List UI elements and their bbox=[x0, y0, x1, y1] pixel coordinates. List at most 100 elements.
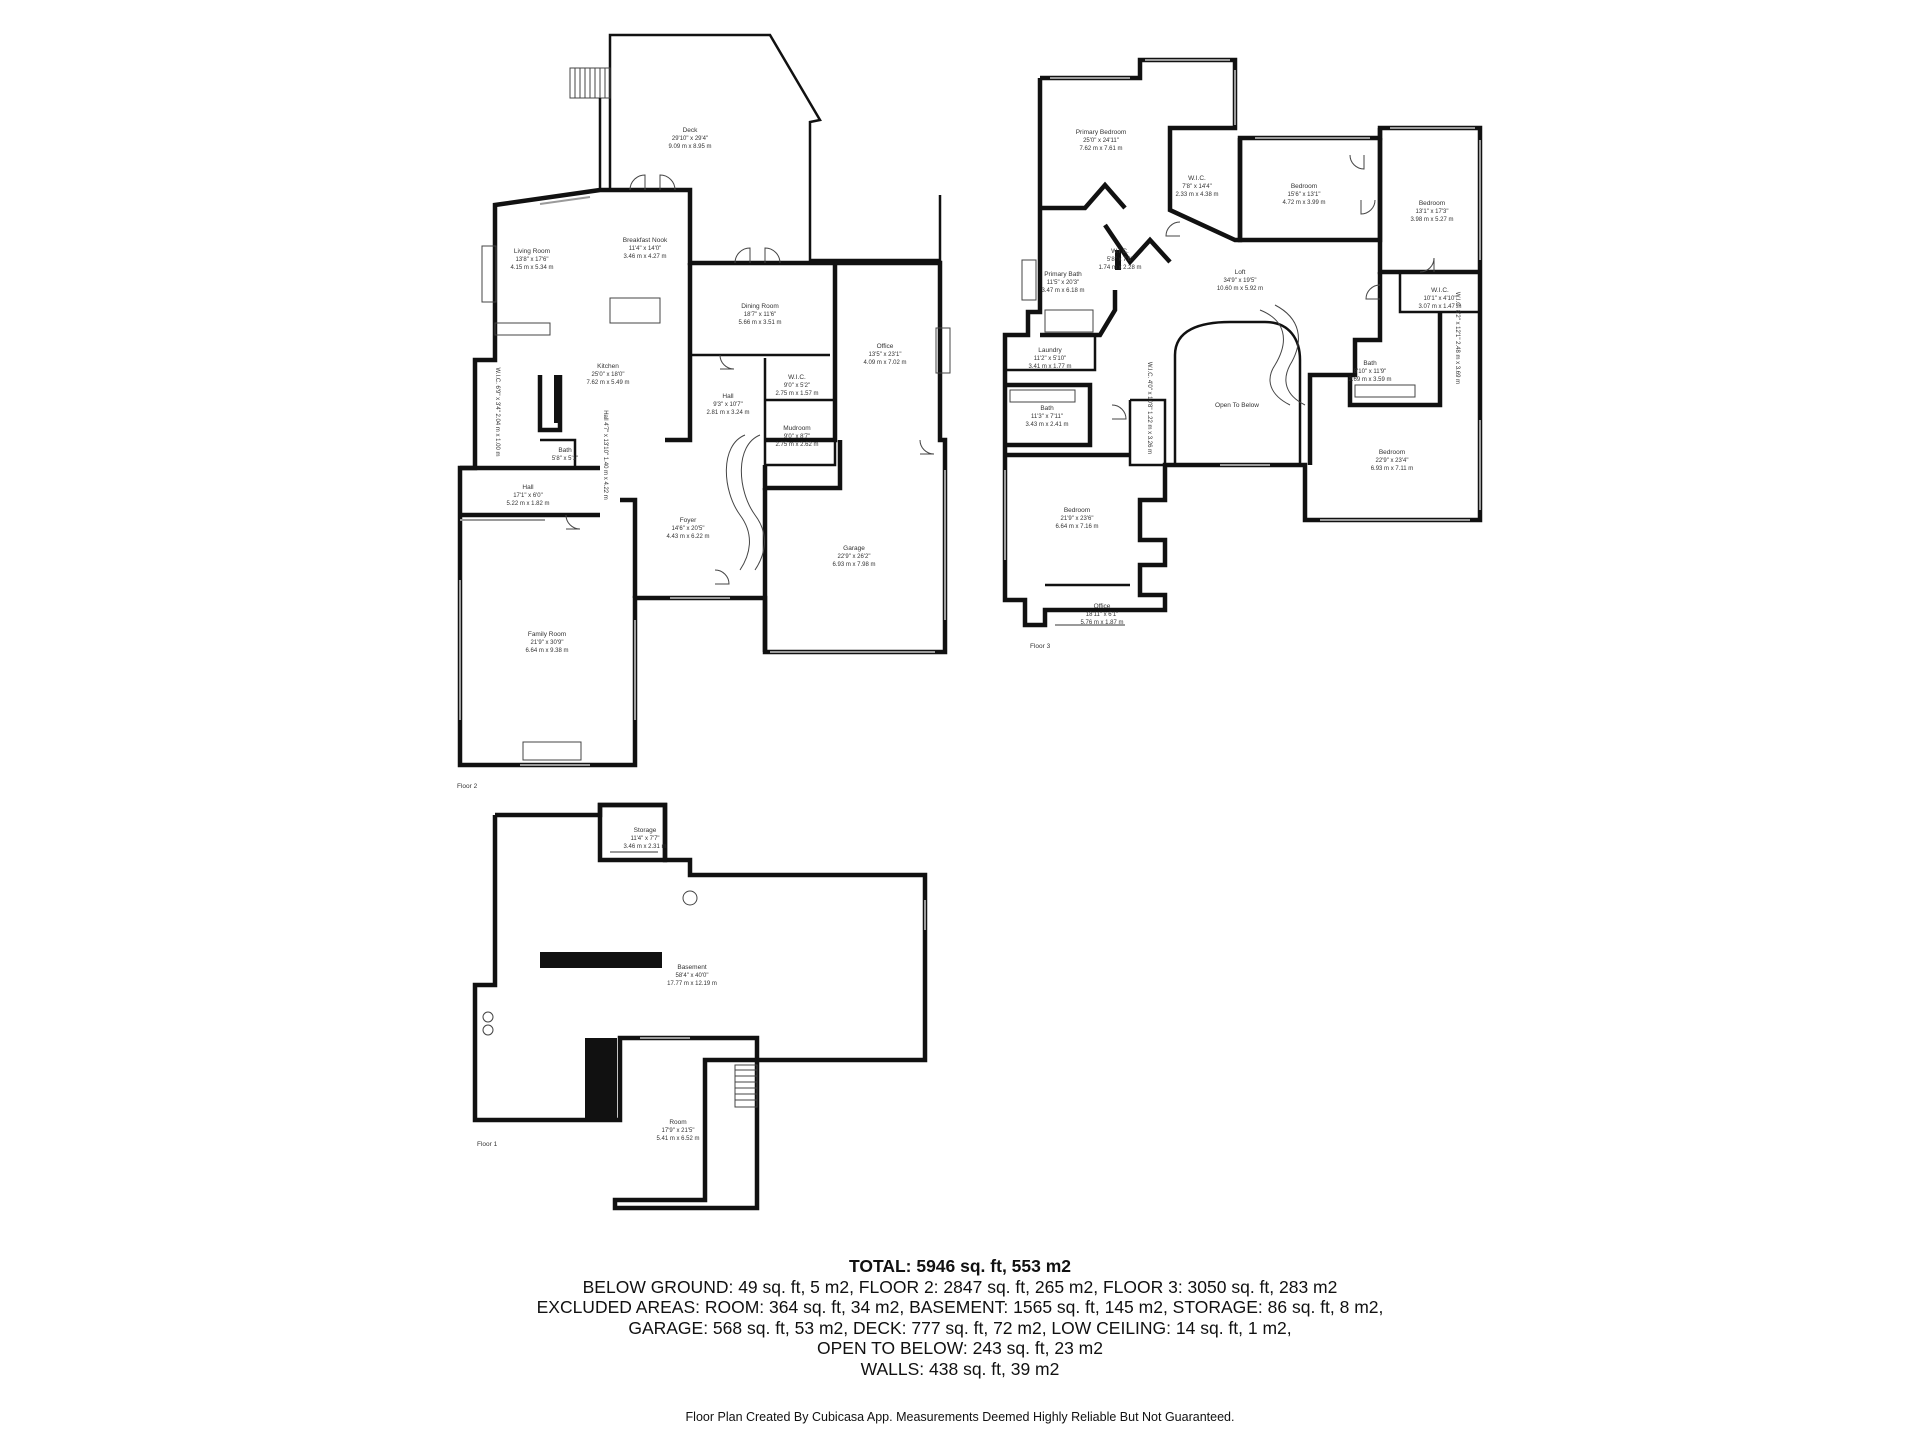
utility-circle bbox=[482, 1011, 494, 1023]
svg-text:5'8" x 5'1": 5'8" x 5'1" bbox=[552, 456, 578, 462]
svg-text:11'4" x 14'0": 11'4" x 14'0" bbox=[629, 246, 661, 252]
fireplace-living bbox=[481, 245, 497, 303]
svg-text:6.93 m x 7.98 m: 6.93 m x 7.98 m bbox=[832, 562, 875, 568]
kitchen-island bbox=[609, 297, 661, 324]
svg-text:10.60 m x 5.92 m: 10.60 m x 5.92 m bbox=[1217, 286, 1263, 292]
room-label-basement: Basement 58'4" x 40'0" 17.77 m x 12.19 m bbox=[667, 964, 717, 987]
svg-text:7'8" x 14'4": 7'8" x 14'4" bbox=[1182, 184, 1212, 190]
bath-walls bbox=[540, 438, 577, 468]
svg-text:4.09 m x 7.02 m: 4.09 m x 7.02 m bbox=[863, 360, 906, 366]
storage-room bbox=[597, 802, 668, 863]
svg-text:Hall: Hall bbox=[722, 393, 734, 400]
door-swing bbox=[764, 247, 781, 264]
utility-circle bbox=[482, 1024, 494, 1036]
svg-text:5.66 m x 3.51 m: 5.66 m x 3.51 m bbox=[738, 320, 781, 326]
svg-text:13'1" x 17'3": 13'1" x 17'3" bbox=[1416, 209, 1449, 215]
svg-text:W.I.C.: W.I.C. bbox=[1111, 248, 1129, 255]
floor-1-plan: Floor 1 Storage 11'4" x 7'7" 3.46 m x 2.… bbox=[472, 802, 928, 1211]
room-label-bath-3: Bath 8'10" x 11'9" 2.69 m x 3.59 m bbox=[1348, 360, 1391, 383]
svg-text:11'3" x 7'11": 11'3" x 7'11" bbox=[1031, 414, 1063, 420]
room-label-bath: Bath 5'8" x 5'1" bbox=[552, 447, 578, 462]
door-swing bbox=[919, 439, 935, 455]
room-label-breakfast-nook: Breakfast Nook 11'4" x 14'0" 3.46 m x 4.… bbox=[623, 237, 668, 260]
svg-text:10'1" x 4'10": 10'1" x 4'10" bbox=[1424, 296, 1457, 302]
svg-text:9'3" x 10'7": 9'3" x 10'7" bbox=[713, 402, 743, 408]
room-label-loft: Loft 34'9" x 19'5" 10.60 m x 5.92 m bbox=[1217, 269, 1263, 292]
kitchen-counter bbox=[494, 322, 551, 336]
door-swing bbox=[565, 514, 581, 530]
svg-text:29'10" x 29'4": 29'10" x 29'4" bbox=[672, 136, 708, 142]
room-label-bedroom-4: Bedroom 22'9" x 23'4" 6.93 m x 7.11 m bbox=[1371, 449, 1414, 472]
room-label-hall-2: Hall 17'1" x 6'0" 5.22 m x 1.82 m bbox=[506, 484, 549, 507]
area-summary: TOTAL: 5946 sq. ft, 553 m2 BELOW GROUND:… bbox=[0, 1256, 1920, 1380]
svg-text:22'9" x 23'4": 22'9" x 23'4" bbox=[1376, 458, 1409, 464]
door-swing bbox=[1165, 221, 1181, 237]
svg-text:3.46 m x 4.27 m: 3.46 m x 4.27 m bbox=[623, 254, 666, 260]
area-line-open-to-below: OPEN TO BELOW: 243 sq. ft, 23 m2 bbox=[817, 1338, 1103, 1359]
window bbox=[539, 196, 591, 205]
svg-text:Bath: Bath bbox=[558, 447, 572, 454]
total-area: TOTAL: 5946 sq. ft, 553 m2 bbox=[848, 1256, 1072, 1276]
svg-text:18'7" x 11'6": 18'7" x 11'6" bbox=[744, 312, 776, 318]
svg-text:Hall: Hall bbox=[522, 484, 534, 491]
deck-outline bbox=[608, 33, 942, 262]
family-room-fireplace bbox=[522, 741, 582, 761]
svg-text:W.I.C.: W.I.C. bbox=[1188, 175, 1206, 182]
svg-text:Basement: Basement bbox=[677, 964, 706, 971]
svg-text:15'6" x 13'1": 15'6" x 13'1" bbox=[1288, 192, 1321, 198]
floor-1-exterior-walls bbox=[472, 802, 928, 1211]
svg-text:Living Room: Living Room bbox=[514, 248, 550, 255]
door-swing bbox=[1419, 257, 1435, 273]
room-label-room: Room 17'9" x 21'5" 5.41 m x 6.52 m bbox=[656, 1119, 699, 1142]
disclaimer: Floor Plan Created By Cubicasa App. Meas… bbox=[685, 1410, 1235, 1424]
svg-text:Office: Office bbox=[877, 343, 894, 350]
room-label-foyer: Foyer 14'6" x 20'5" 4.43 m x 6.22 m bbox=[666, 517, 709, 540]
svg-text:3.07 m x 1.47 m: 3.07 m x 1.47 m bbox=[1418, 304, 1461, 310]
door-swing bbox=[1111, 404, 1127, 420]
wic-mudroom-walls bbox=[763, 358, 837, 467]
svg-text:Family Room: Family Room bbox=[528, 631, 566, 638]
wic-column bbox=[1115, 250, 1121, 270]
svg-text:7.62 m x 7.61 m: 7.62 m x 7.61 m bbox=[1079, 146, 1122, 152]
bath-2-walls bbox=[1005, 382, 1093, 448]
svg-text:3.47 m x 6.18 m: 3.47 m x 6.18 m bbox=[1041, 288, 1084, 294]
svg-text:7.62 m x 5.49 m: 7.62 m x 5.49 m bbox=[586, 380, 629, 386]
svg-text:6.64 m x 9.38 m: 6.64 m x 9.38 m bbox=[525, 648, 568, 654]
door-swing bbox=[734, 247, 751, 264]
svg-text:Bath: Bath bbox=[1040, 405, 1054, 412]
room-label-rotated: W.I.C. 8'2" x 12'1" 2.48 m x 3.69 m bbox=[1454, 292, 1460, 384]
floor-label: Floor 2 bbox=[457, 783, 478, 790]
laundry-walls bbox=[1003, 335, 1097, 372]
svg-text:13'5" x 23'1": 13'5" x 23'1" bbox=[869, 352, 902, 358]
svg-text:6.64 m x 7.16 m: 6.64 m x 7.16 m bbox=[1055, 524, 1098, 530]
svg-text:Room: Room bbox=[669, 1119, 686, 1126]
svg-text:Kitchen: Kitchen bbox=[597, 363, 619, 370]
svg-text:21'9" x 23'6": 21'9" x 23'6" bbox=[1061, 516, 1094, 522]
floor-3-exterior-walls bbox=[1002, 57, 1483, 628]
room-label-wic-bedroom-3: W.I.C. 10'1" x 4'10" 3.07 m x 1.47 m bbox=[1418, 287, 1461, 310]
svg-text:17'9" x 21'5": 17'9" x 21'5" bbox=[662, 1128, 695, 1134]
vanity bbox=[1009, 389, 1076, 403]
primary-bath-walls bbox=[1040, 290, 1118, 338]
basement-stairs bbox=[734, 1064, 758, 1108]
svg-text:5.22 m x 1.82 m: 5.22 m x 1.82 m bbox=[506, 501, 549, 507]
room-label-rotated: W.I.C. 4'0" x 10'8" 1.22 m x 3.26 m bbox=[1146, 362, 1152, 454]
room-label-office-3: Office 18'11" x 6'1" 5.76 m x 1.87 m bbox=[1080, 603, 1123, 626]
svg-text:2.75 m x 2.62 m: 2.75 m x 2.62 m bbox=[775, 442, 818, 448]
door-swing bbox=[629, 174, 646, 191]
bathtub bbox=[1044, 309, 1094, 333]
area-line-garage-deck: GARAGE: 568 sq. ft, 53 m2, DECK: 777 sq.… bbox=[628, 1317, 1292, 1338]
door-swing bbox=[714, 569, 730, 585]
floor-label: Floor 1 bbox=[477, 1141, 498, 1148]
floor-2-plan: Floor 2 Deck 29'10" x 29'4" 9.09 m x 8.9… bbox=[457, 33, 951, 790]
svg-text:58'4" x 40'0": 58'4" x 40'0" bbox=[676, 973, 709, 979]
door-swing bbox=[1365, 284, 1381, 300]
svg-text:Laundry: Laundry bbox=[1038, 347, 1062, 354]
room-label-wic: W.I.C. 9'0" x 5'2" 2.75 m x 1.57 m bbox=[775, 374, 818, 397]
svg-text:22'9" x 26'2": 22'9" x 26'2" bbox=[838, 554, 871, 560]
room-label-rotated: Hall 4'7" x 13'10" 1.40 m x 4.22 m bbox=[602, 410, 608, 500]
door-swing bbox=[1360, 199, 1376, 215]
primary-bedroom-walls bbox=[1040, 181, 1127, 211]
svg-text:Office: Office bbox=[1094, 603, 1111, 610]
room-label-primary-bath: Primary Bath 11'5" x 20'3" 3.47 m x 6.18… bbox=[1041, 271, 1084, 294]
